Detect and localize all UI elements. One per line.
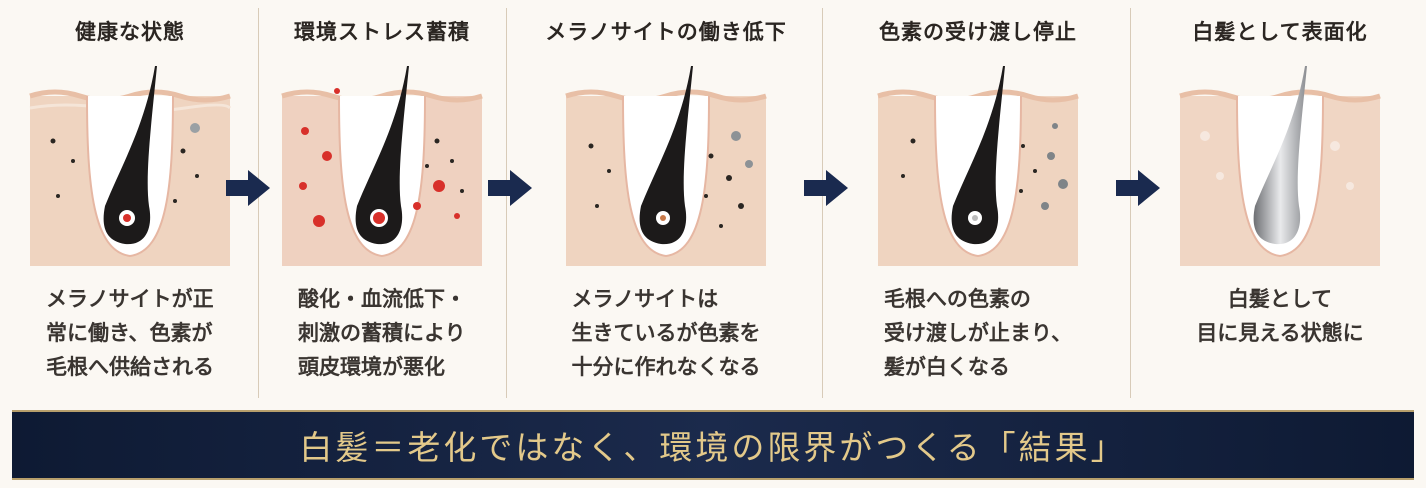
stage-pigment-stop: 色素の受け渡し停止 毛根への色素の 受け渡しが止まり、 髪が白くなる bbox=[830, 0, 1126, 398]
stage-description: 白髪として 目に見える状態に bbox=[1196, 287, 1364, 345]
stage-gray-hair: 白髪として表面化 白髪として 目に見える状態に bbox=[1140, 0, 1420, 398]
stage-melanocyte-decline: メラノサイトの働き低下 メラノサイトは 生きているが色素を 十分に作れなくなる bbox=[514, 0, 818, 398]
arrow-right-icon bbox=[804, 170, 848, 206]
stage-healthy: 健康な状態 メラノサイトが正 常に働き、色素が 毛根へ供給される bbox=[14, 0, 246, 398]
healthy-follicle-illustration bbox=[29, 66, 232, 266]
stressed-follicle-illustration bbox=[281, 66, 483, 266]
stage-description: メラノサイトが正 常に働き、色素が 毛根へ供給される bbox=[46, 287, 214, 379]
arrow-right-icon bbox=[488, 170, 532, 206]
pigment-stop-follicle-illustration bbox=[877, 66, 1079, 266]
process-flow: 健康な状態 メラノサイトが正 常に働き、色素が 毛根へ供給される 環境ストレス蓄… bbox=[14, 0, 1420, 398]
stage-stress: 環境ストレス蓄積 酸化・血流低下・ 刺激の蓄積により 頭皮環境が悪化 bbox=[264, 0, 500, 398]
arrow-right-icon bbox=[226, 170, 270, 206]
stage-title: 健康な状態 bbox=[75, 20, 185, 44]
declining-follicle-illustration bbox=[565, 66, 767, 266]
stage-divider bbox=[822, 8, 823, 398]
stage-title: 白髪として表面化 bbox=[1192, 20, 1368, 44]
arrow-right-icon bbox=[1116, 170, 1160, 206]
stage-title: 色素の受け渡し停止 bbox=[879, 20, 1077, 44]
conclusion-text: 白髪＝老化ではなく、環境の限界がつくる「結果」 bbox=[299, 428, 1127, 467]
conclusion-banner: 白髪＝老化ではなく、環境の限界がつくる「結果」 bbox=[12, 410, 1414, 480]
stage-description: 毛根への色素の 受け渡しが止まり、 髪が白くなる bbox=[883, 287, 1073, 379]
gray-hair-follicle-illustration bbox=[1179, 66, 1381, 266]
stage-description: メラノサイトは 生きているが色素を 十分に作れなくなる bbox=[571, 287, 761, 379]
stage-title: 環境ストレス蓄積 bbox=[294, 20, 470, 44]
stage-title: メラノサイトの働き低下 bbox=[545, 20, 787, 44]
stage-divider bbox=[506, 8, 507, 398]
stage-divider bbox=[1130, 8, 1131, 398]
stage-divider bbox=[258, 8, 259, 398]
stage-description: 酸化・血流低下・ 刺激の蓄積により 頭皮環境が悪化 bbox=[298, 287, 466, 379]
